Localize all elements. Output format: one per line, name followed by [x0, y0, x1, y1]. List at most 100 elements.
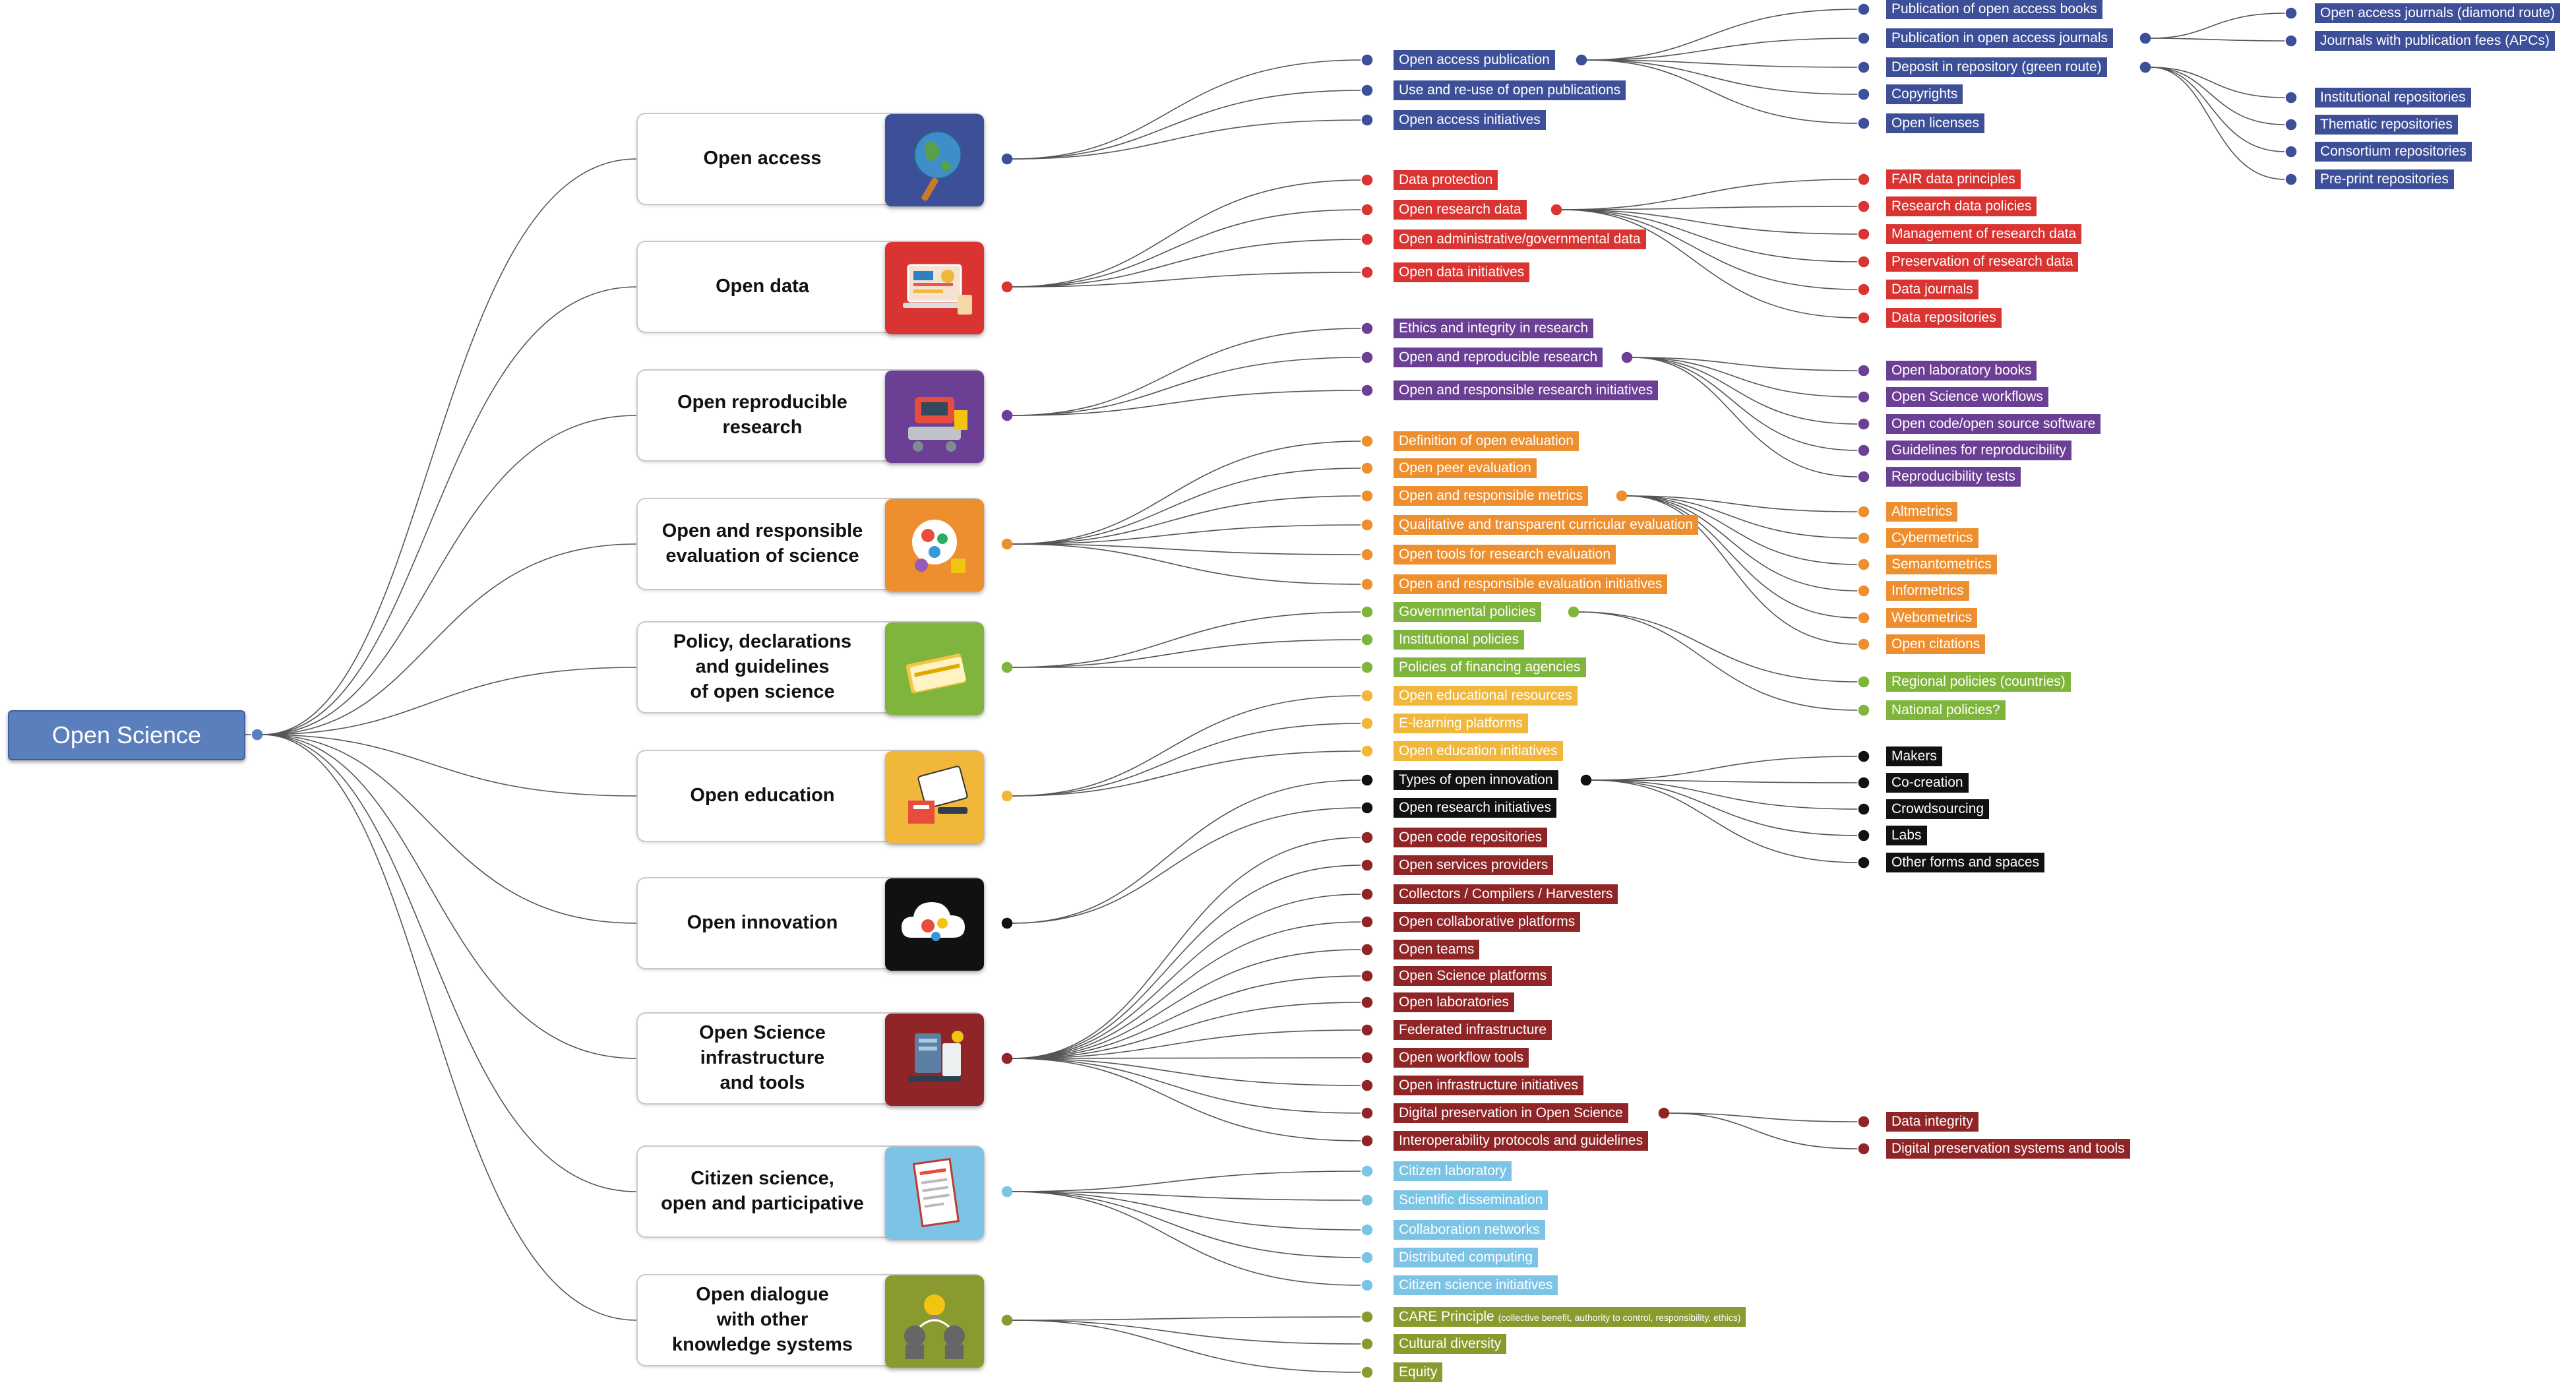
- connector-line: [1012, 328, 1362, 416]
- item-connector-dot: [1361, 859, 1374, 872]
- item-connector-dot: [1361, 943, 1374, 956]
- category-label: Open data: [716, 276, 809, 297]
- connector-line: [1012, 723, 1362, 797]
- item-connector-dot: [1361, 53, 1374, 67]
- item-connector-dot: [1361, 915, 1374, 928]
- connector-line: [1632, 357, 1858, 371]
- connector-line: [1012, 894, 1362, 1059]
- connector-line: [2150, 38, 2286, 42]
- tag-label: Publication in open access journals: [1891, 30, 2108, 46]
- category-card-open-data: Open data: [636, 241, 984, 334]
- tag-label: Interoperability protocols and guideline…: [1399, 1133, 1643, 1148]
- tag-label: Open research data: [1399, 202, 1521, 217]
- connector-line: [1578, 611, 1858, 711]
- connector-line: [1632, 357, 1858, 398]
- subitem-tag: Management of research data: [1886, 224, 2082, 244]
- item-tag: Use and re-use of open publications: [1394, 80, 1626, 100]
- item-tag: Open access publication: [1394, 50, 1555, 70]
- subitem-connector-dot: [1857, 283, 1870, 296]
- subitem-connector-dot: [1857, 803, 1870, 816]
- category-label: Open reproducible research: [677, 392, 847, 438]
- item-connector-dot: [1361, 605, 1374, 619]
- item-tag: Open research data: [1394, 200, 1527, 220]
- tag-label: Open and responsible evaluation initiati…: [1399, 576, 1663, 592]
- connector-line: [1012, 779, 1362, 924]
- tag-label: Open peer evaluation: [1399, 460, 1531, 475]
- connector-line: [2150, 67, 2286, 180]
- connector-line: [1561, 209, 1858, 319]
- item-tag: Open workflow tools: [1394, 1048, 1529, 1068]
- subitem-connector-dot: [1857, 228, 1870, 241]
- category-connector-dot: [1000, 409, 1014, 422]
- item-branch-dot: [1575, 53, 1588, 67]
- tag-label: Labs: [1891, 828, 1922, 843]
- item-tag: Open administrative/governmental data: [1394, 229, 1646, 249]
- item-tag: Citizen laboratory: [1394, 1161, 1512, 1181]
- tag-label: Scientific dissemination: [1399, 1192, 1543, 1207]
- item-connector-dot: [1361, 435, 1374, 448]
- tag-label: Open educational resources: [1399, 688, 1572, 703]
- item-branch-dot: [1657, 1107, 1671, 1120]
- item-connector-dot: [1361, 717, 1374, 730]
- tag-label: Federated infrastructure: [1399, 1022, 1547, 1037]
- subitem-tag: Reproducibility tests: [1886, 467, 2021, 487]
- subitem-connector-dot: [1857, 364, 1870, 377]
- laptop-books-icon: [885, 751, 984, 843]
- tag-label: FAIR data principles: [1891, 171, 2015, 187]
- connector-line: [262, 667, 637, 735]
- item-tag: Federated infrastructure: [1394, 1020, 1552, 1040]
- item-tag: Open tools for research evaluation: [1394, 545, 1616, 564]
- subitem-connector-dot: [1857, 255, 1870, 268]
- item-connector-dot: [1361, 1251, 1374, 1264]
- tag-label: Open and responsible research initiative…: [1399, 382, 1653, 398]
- tag-label: Regional policies (countries): [1891, 674, 2066, 689]
- connector-line: [1012, 543, 1362, 555]
- connector-line: [1012, 543, 1362, 585]
- item-tag: Collectors / Compilers / Harvesters: [1394, 884, 1618, 904]
- connector-line: [1626, 495, 1858, 592]
- category-label: Policy, declarations and guidelines of o…: [673, 631, 852, 702]
- tag-label: Collaboration networks: [1399, 1222, 1540, 1237]
- tag-label: Data protection: [1399, 172, 1493, 187]
- tag-label: Pre-print repositories: [2320, 171, 2449, 187]
- tag-label: Qualitative and transparent curricular e…: [1399, 517, 1693, 532]
- subitem-connector-dot: [1857, 117, 1870, 130]
- subitem-tag: Deposit in repository (green route): [1886, 57, 2107, 77]
- item-tag: Open and reproducible research: [1394, 348, 1603, 367]
- connector-line: [1012, 837, 1362, 1059]
- connector-line: [262, 286, 637, 735]
- subitem-tag: Open Science workflows: [1886, 387, 2048, 407]
- subitem-connector-dot: [1857, 200, 1870, 213]
- tag-label: Deposit in repository (green route): [1891, 59, 2102, 75]
- item-connector-dot: [1361, 1165, 1374, 1178]
- item-connector-dot: [1361, 84, 1374, 97]
- connector-line: [1632, 357, 1858, 477]
- tag-label: Collectors / Compilers / Harvesters: [1399, 886, 1613, 901]
- item-tag: Definition of open evaluation: [1394, 431, 1579, 451]
- tag-label: Publication of open access books: [1891, 1, 2097, 16]
- connector-line: [1626, 495, 1858, 619]
- tag-label: Equity: [1399, 1364, 1438, 1380]
- tag-label: Use and re-use of open publications: [1399, 82, 1621, 98]
- subitem-tag: Data journals: [1886, 280, 1978, 299]
- connector-line: [1012, 807, 1362, 924]
- subitem-tag: Informetrics: [1886, 581, 1969, 601]
- tag-label: Open collaborative platforms: [1399, 914, 1576, 929]
- item-tag: Open research initiatives: [1394, 798, 1557, 818]
- connector-line: [262, 734, 637, 1192]
- subitem-branch-dot: [2139, 61, 2152, 74]
- subitem-tag: Makers: [1886, 746, 1942, 766]
- connector-line: [1591, 756, 1858, 781]
- item-connector-dot: [1361, 462, 1374, 475]
- item-connector-dot: [1361, 173, 1374, 187]
- connector-line: [2150, 67, 2286, 98]
- connector-line: [1561, 209, 1858, 290]
- subitem-tag: Co-creation: [1886, 773, 1969, 793]
- subitem-tag: Webometrics: [1886, 608, 1978, 628]
- connector-line: [1012, 1191, 1362, 1231]
- connector-line: [1012, 1191, 1362, 1286]
- item-tag: Open education initiatives: [1394, 741, 1563, 761]
- connector-line: [1626, 495, 1858, 565]
- subitem-connector-dot: [1857, 3, 1870, 16]
